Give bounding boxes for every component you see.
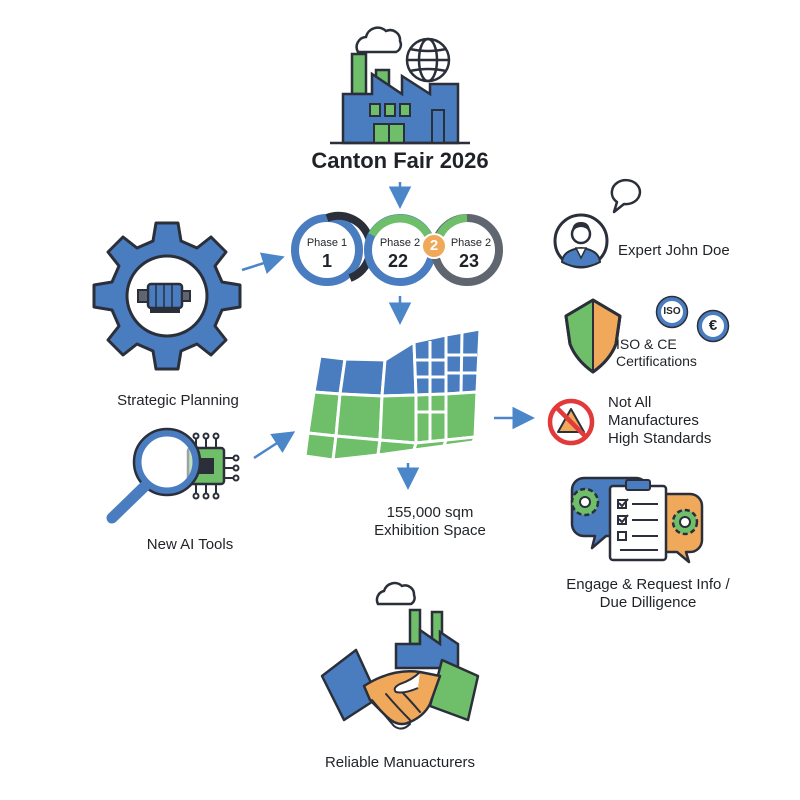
engage-label: Engage & Request Info / Due Dilligence [566,576,730,611]
expert-avatar-icon [553,213,609,269]
iso-badge-icon [655,295,689,329]
exhibition-space-label: 155,000 sqm Exhibition Space [374,504,486,539]
magnifier-chip-icon [106,427,240,524]
arrow-planning-to-phases [241,252,285,274]
phase-1-label: Phase 1 [306,237,348,249]
arrow-ai-to-map [253,431,296,460]
speech-bubble-icon [610,178,642,214]
ce-euro-badge-icon [696,309,730,343]
gear-right-icon [671,508,699,536]
expert-label: Expert John Doe [618,242,730,259]
ce-euro-mark: € [708,317,718,334]
gear-motor-icon [92,221,242,371]
strategic-planning-label: Strategic Planning [117,392,239,409]
cloud-icon [355,26,403,54]
gear-left-icon [570,487,600,517]
phase-badge [421,233,447,259]
small-cloud-icon [375,581,416,606]
warning-prohibited-icon [547,398,595,446]
phase-badge-number: 2 [429,237,439,254]
phase-rings [291,211,503,286]
exhibition-map [303,327,482,462]
phase-2-number: 22 [387,251,409,271]
engage-checklist-icon [570,476,704,564]
globe-icon [405,37,451,83]
diagram-title: Canton Fair 2026 [311,148,489,173]
phase-1-number: 1 [321,251,332,271]
phase-2-label: Phase 2 [379,237,421,249]
certification-shield-icon [564,298,622,374]
factory-globe-icon [330,26,470,145]
phase-3-number: 23 [458,251,480,271]
reliable-manufacturers-label: Reliable Manuacturers [324,754,476,771]
handshake-factory-icon [320,581,480,730]
certifications-label: ISO & CE Certifications [616,336,697,369]
ai-tools-label: New AI Tools [146,536,234,553]
warning-label: Not All Manufactures High Standards [608,394,712,447]
phase-3-label: Phase 2 [450,237,492,249]
iso-mark: ISO [663,306,681,317]
